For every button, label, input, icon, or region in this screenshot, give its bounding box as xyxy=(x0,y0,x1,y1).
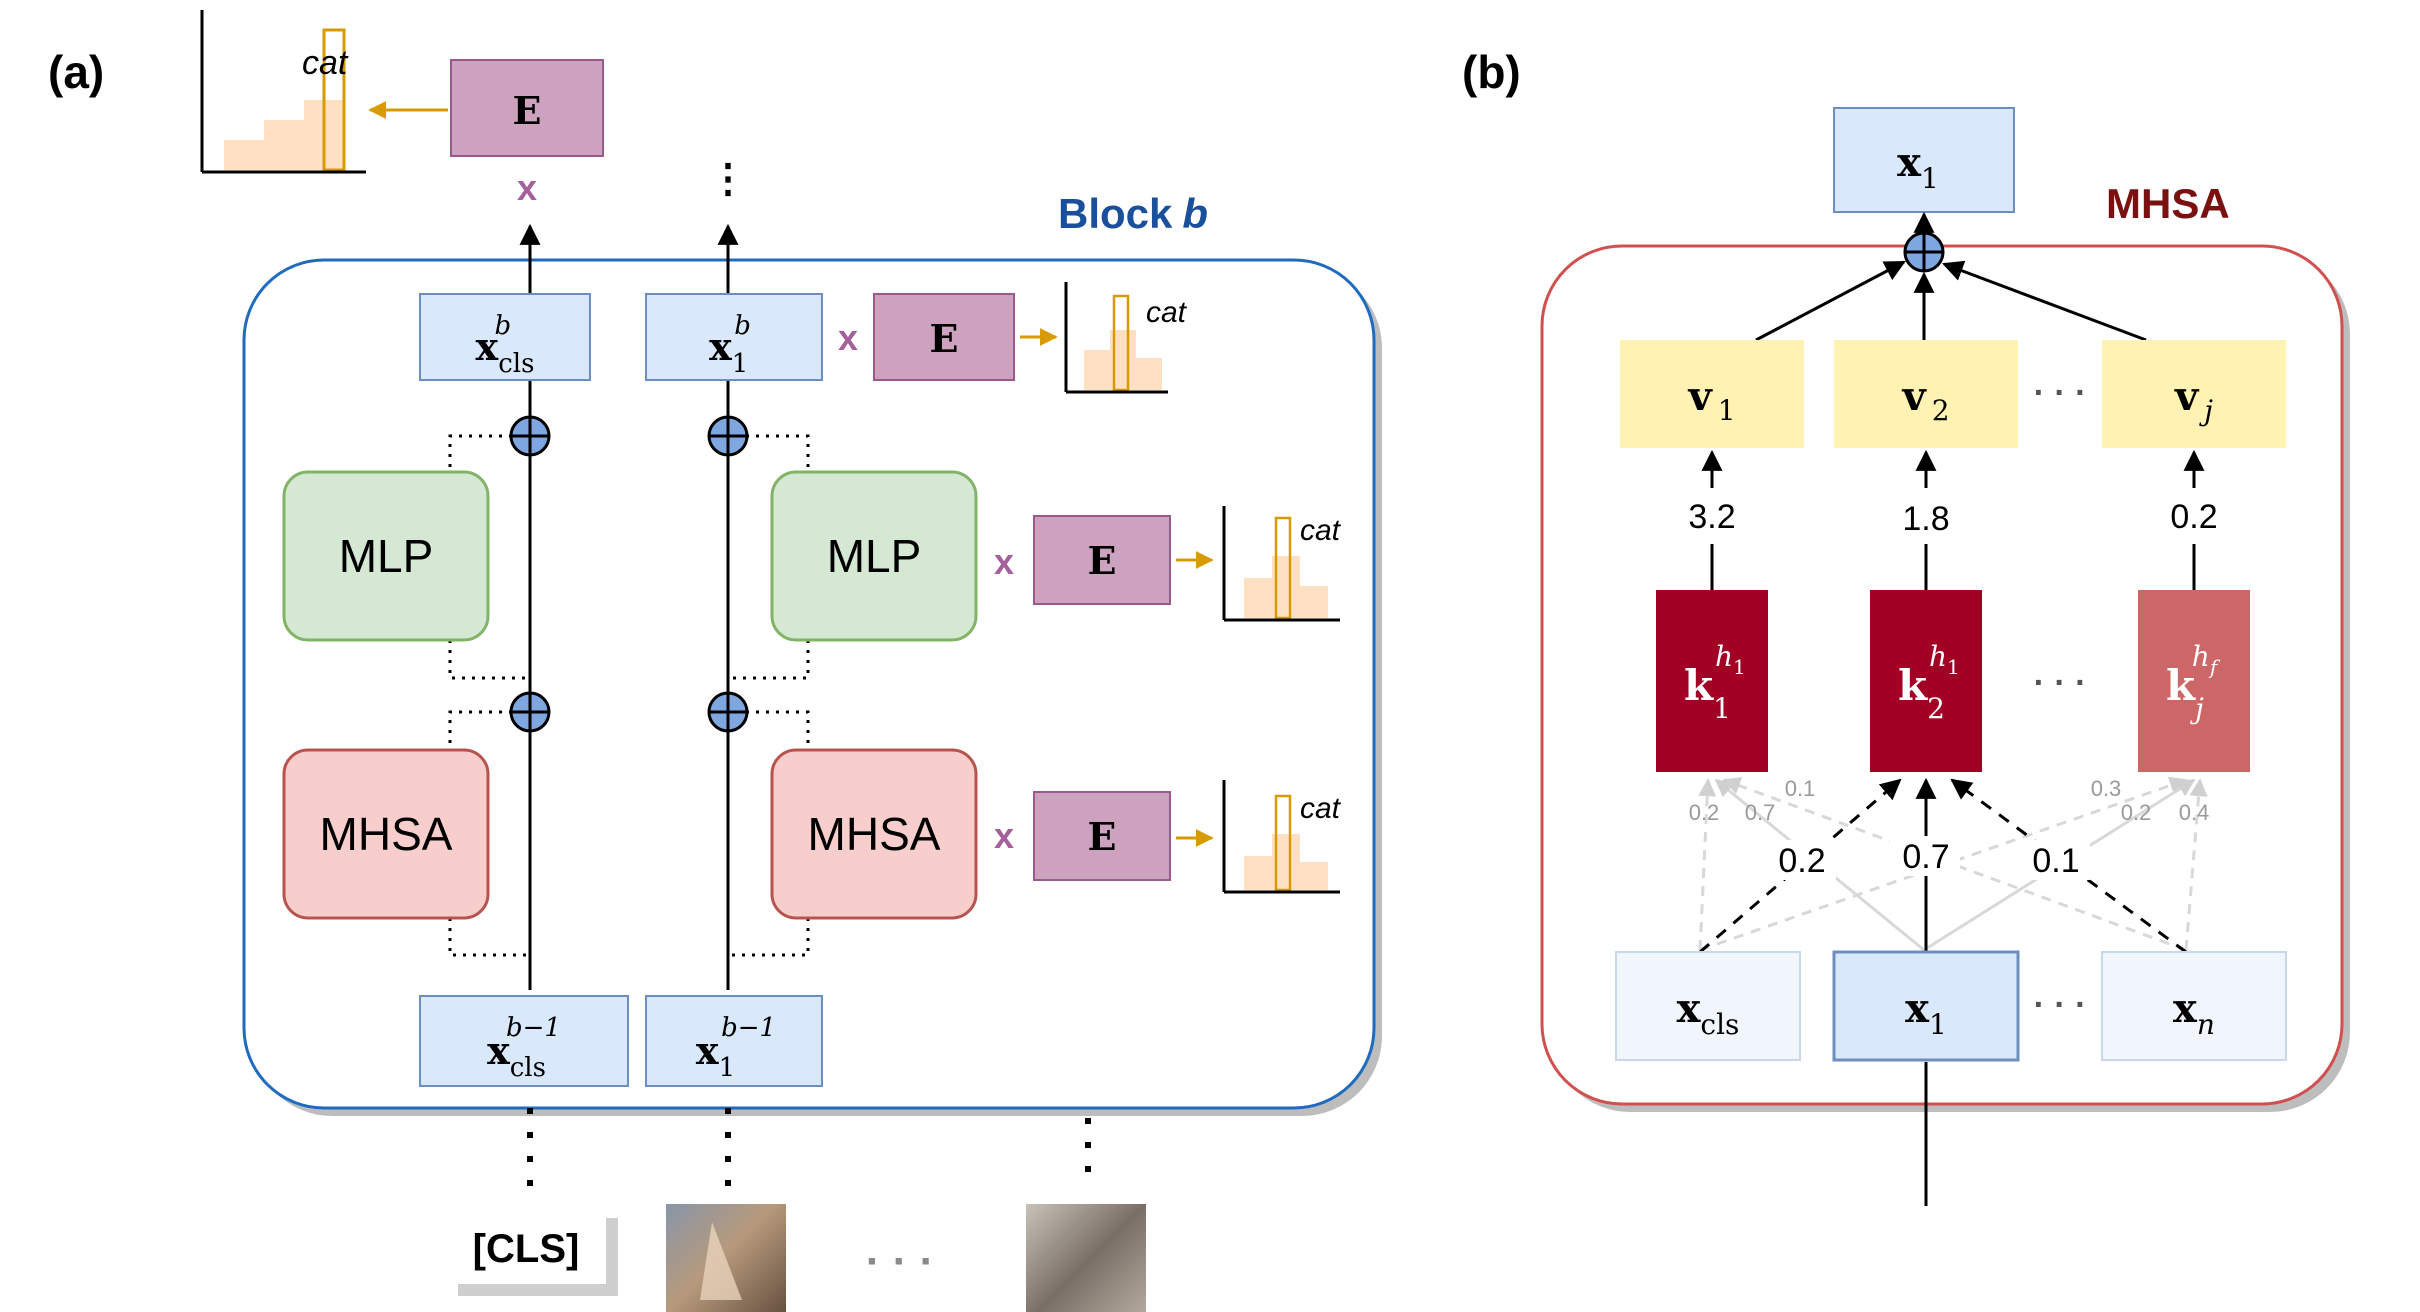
svg-text:cat: cat xyxy=(1300,514,1342,547)
top-vdots: ⋮ xyxy=(708,157,748,201)
output-x1 xyxy=(1833,107,2015,213)
key-score-2: 1.8 xyxy=(1902,500,1949,538)
attn-main-2: 0.1 xyxy=(2032,842,2079,880)
svg-text:[CLS]: [CLS] xyxy=(473,1227,580,1271)
vj-to-sum-arrow xyxy=(1942,260,2147,342)
svg-text:cat: cat xyxy=(1146,296,1188,329)
attn-small-k1-b: 0.7 xyxy=(1745,800,1776,825)
add-circle-x1-top xyxy=(707,415,749,457)
embed-row-mlp: x E cat xyxy=(994,506,1342,622)
token-x1-b-label: x1b xyxy=(709,311,751,379)
mhsa-label-cls: MHSA xyxy=(320,808,453,860)
attn-main-bg-0 xyxy=(1770,840,1836,880)
attn-main-bg-2 xyxy=(2024,840,2090,880)
svg-text:x: x xyxy=(838,317,858,358)
svg-text:cat: cat xyxy=(1300,792,1342,825)
embed-row-mhsa: x E cat xyxy=(994,780,1342,894)
attn-main-0: 0.2 xyxy=(1778,842,1825,880)
mhsa-box-cls xyxy=(282,748,490,920)
value-box-1 xyxy=(1620,340,1804,448)
mlp-box-cls xyxy=(282,470,490,642)
cat-ear-shape xyxy=(700,1222,742,1300)
svg-text:E: E xyxy=(930,316,959,361)
attn-small-kj-c: 0.4 xyxy=(2179,800,2210,825)
svg-text:x: x xyxy=(994,541,1014,582)
input-ellipsis: · · · xyxy=(2034,986,2087,1024)
key-box-j xyxy=(2138,590,2250,772)
input-xn xyxy=(2101,951,2287,1061)
mlp-label-cls: MLP xyxy=(339,530,434,582)
attn-main-1: 0.7 xyxy=(1902,838,1949,876)
svg-text:E: E xyxy=(1088,814,1117,859)
image-patch-fur xyxy=(1026,1204,1146,1312)
top-embed-box xyxy=(450,59,604,157)
key-label-1: k1h1 xyxy=(1684,640,1746,725)
add-circle-cls-top xyxy=(509,415,551,457)
value-box-2 xyxy=(1834,340,2018,448)
token-x-cls-b-label: xclsb xyxy=(476,311,535,379)
key-label-j: kjhf xyxy=(2166,640,2221,725)
mlp-label-x1: MLP xyxy=(827,530,922,582)
top-embed-label: E xyxy=(513,88,542,133)
cls-mlp-residual-bottom xyxy=(448,640,530,680)
mhsa-label-x1: MHSA xyxy=(808,808,941,860)
xn-to-k2-edge xyxy=(1950,778,2187,954)
mlp-box-x1 xyxy=(770,470,978,642)
token-x-cls-b xyxy=(419,293,591,381)
x1-mhsa-residual-top xyxy=(746,710,810,748)
v1-to-sum-arrow xyxy=(1755,260,1906,342)
cls-mlp-residual-top xyxy=(448,434,512,470)
attn-small-k1-a: 0.2 xyxy=(1689,800,1720,825)
cls-mhsa-residual-top xyxy=(448,710,512,748)
token-x1-bm1 xyxy=(645,995,823,1087)
key-box-2 xyxy=(1870,590,1982,772)
add-circle-x1-mid xyxy=(707,691,749,733)
input-x1-label: x1 xyxy=(1905,985,1947,1041)
key-score-j: 0.2 xyxy=(2170,498,2217,536)
key-label-2: k2h1 xyxy=(1898,640,1960,725)
attn-small-kj-b: 0.2 xyxy=(2121,800,2152,825)
value-box-j xyxy=(2102,340,2286,448)
x1-mhsa-residual-bottom xyxy=(728,918,810,957)
svg-text:E: E xyxy=(1088,538,1117,583)
patch-ellipsis: · · · xyxy=(866,1237,934,1286)
output-x1-label: x1 xyxy=(1897,139,1939,195)
key-score-1: 3.2 xyxy=(1688,498,1735,536)
mhsa-panel-title: MHSA xyxy=(2106,180,2230,227)
input-x-cls xyxy=(1615,951,1801,1061)
input-x-cls-label: xcls xyxy=(1677,985,1740,1041)
key-ellipsis: · · · xyxy=(2034,664,2087,702)
attn-small-k1-c: 0.1 xyxy=(1785,776,1816,801)
top-times: x xyxy=(517,167,537,208)
token-x-cls-bm1-label: xclsb−1 xyxy=(487,1013,561,1083)
token-x1-b xyxy=(645,293,823,381)
panel-a-label: (a) xyxy=(48,46,104,98)
add-circle-cls-mid xyxy=(509,691,551,733)
key-box-1 xyxy=(1656,590,1768,772)
embed-row-token: x E cat xyxy=(838,282,1188,394)
mhsa-box-x1 xyxy=(770,748,978,920)
value-ellipsis: · · · xyxy=(2034,374,2087,412)
x1-mlp-residual-bottom xyxy=(728,640,810,680)
sum-circle xyxy=(1903,231,1945,273)
top-histogram: cat xyxy=(200,10,366,174)
panel-b-label: (b) xyxy=(1462,46,1521,98)
svg-text:x: x xyxy=(994,815,1014,856)
attn-small-kj-a: 0.3 xyxy=(2091,776,2122,801)
cls-mhsa-residual-bottom xyxy=(448,918,530,957)
token-x-cls-bm1 xyxy=(419,995,629,1087)
x1-mlp-residual-top xyxy=(746,434,810,470)
cls-token-card: [CLS] xyxy=(446,1206,618,1296)
input-x1 xyxy=(1832,950,2020,1062)
block-container xyxy=(242,258,1376,1110)
input-xn-label: xn xyxy=(2173,985,2215,1041)
token-x1-bm1-label: x1b−1 xyxy=(696,1013,776,1083)
svg-text:cat: cat xyxy=(302,44,349,82)
attn-main-bg-1 xyxy=(1890,836,1960,876)
